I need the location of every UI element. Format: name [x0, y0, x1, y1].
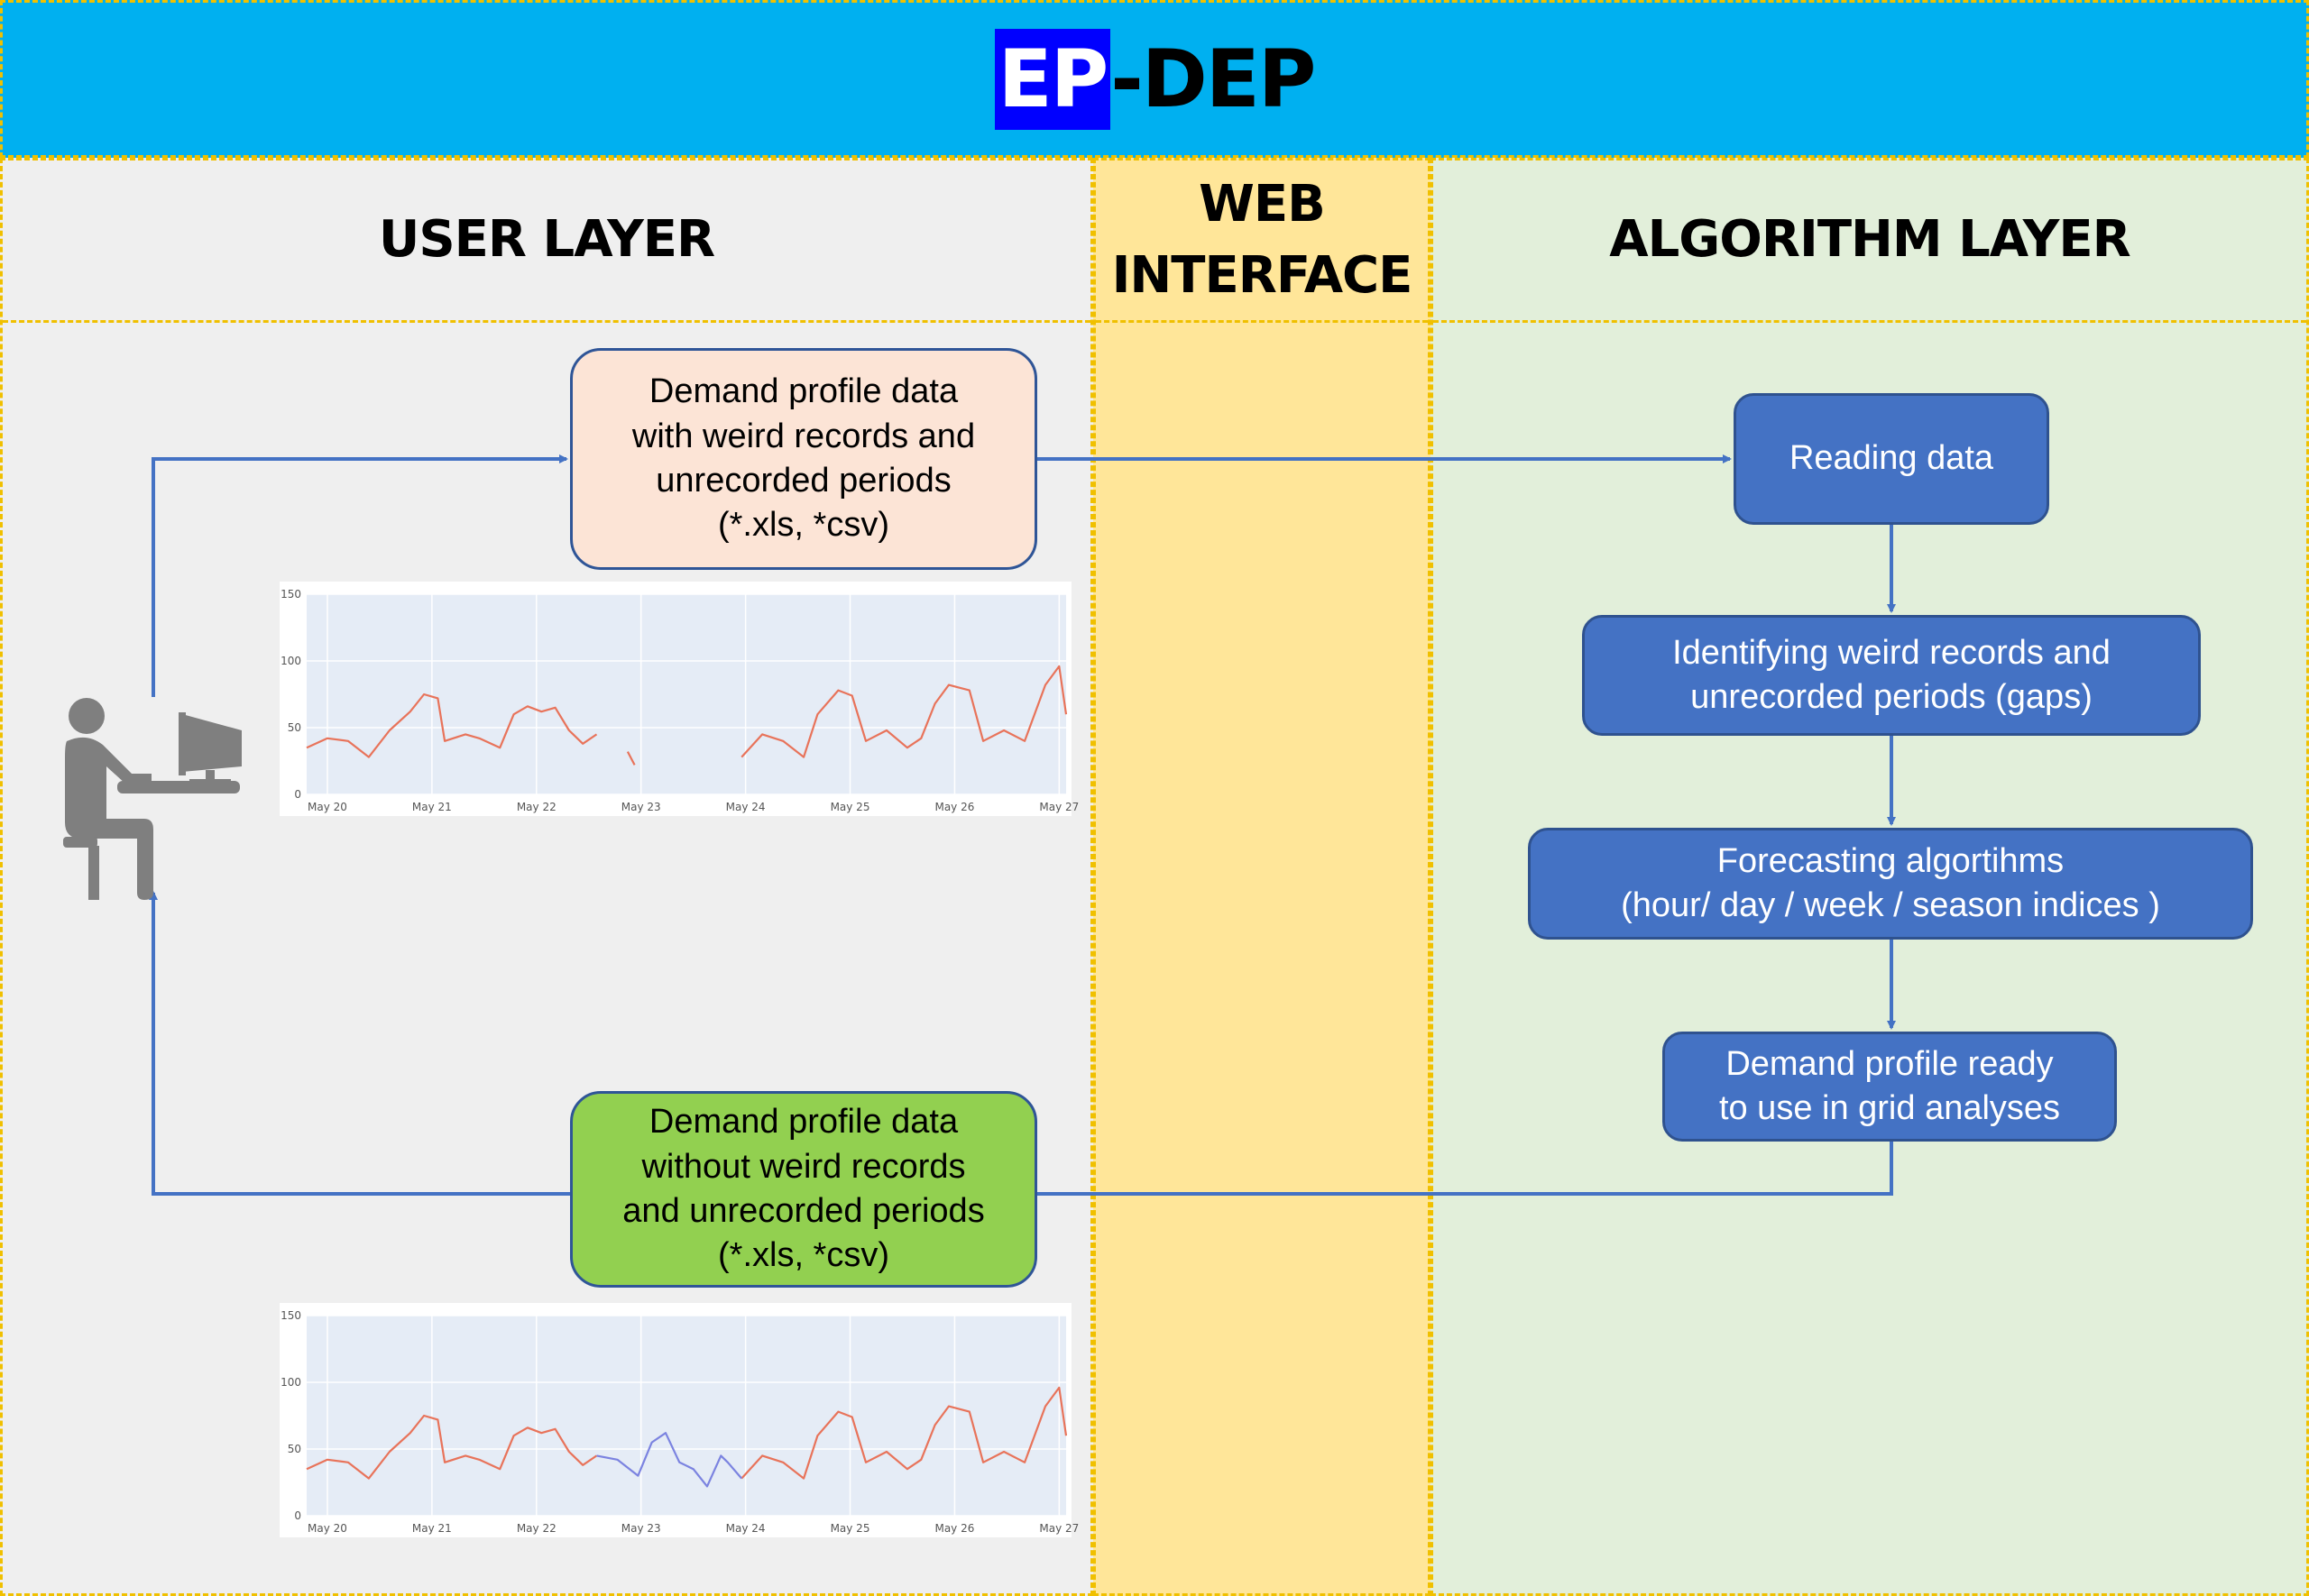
- algorithm-layer-label: ALGORITHM LAYER: [1609, 210, 2130, 270]
- x-tick-label: May 25: [831, 801, 870, 813]
- algorithm-layer-header: ALGORITHM LAYER: [1433, 161, 2306, 323]
- x-tick-label: May 25: [831, 1522, 870, 1535]
- x-tick-label: May 22: [517, 801, 557, 813]
- web-interface-column: WEB INTERFACE: [1093, 158, 1430, 1596]
- x-tick-label: May 27: [1039, 1522, 1079, 1535]
- arrow-user-to-input: [152, 454, 568, 697]
- header-bar: EP-DEP: [0, 0, 2309, 158]
- x-tick-label: May 20: [308, 801, 347, 813]
- x-tick-label: May 26: [934, 1522, 974, 1535]
- step-identifying-gaps: Identifying weird records and unrecorded…: [1582, 615, 2201, 736]
- step-reading-data: Reading data: [1734, 393, 2049, 525]
- step-label: Reading data: [1789, 439, 1994, 478]
- x-tick-label: May 20: [308, 1522, 347, 1535]
- x-tick-label: May 26: [934, 801, 974, 813]
- x-tick-label: May 21: [412, 801, 452, 813]
- y-tick-label: 0: [294, 1509, 301, 1522]
- app-title: EP-DEP: [994, 28, 1316, 130]
- x-tick-label: May 23: [621, 801, 661, 813]
- person-at-computer-icon: [63, 698, 242, 900]
- x-tick-label: May 22: [517, 1522, 557, 1535]
- web-interface-label: WEB INTERFACE: [1111, 175, 1413, 305]
- x-tick-label: May 21: [412, 1522, 452, 1535]
- input-data-text: Demand profile data with weird records a…: [631, 372, 976, 545]
- plot-area: [307, 1316, 1066, 1516]
- output-data-text: Demand profile data without weird record…: [622, 1103, 985, 1275]
- input-data-box: Demand profile data with weird records a…: [570, 348, 1037, 570]
- title-rest: -DEP: [1110, 32, 1316, 125]
- step-label: Demand profile ready to use in grid anal…: [1718, 1044, 2061, 1127]
- step-label: Forecasting algortihms (hour/ day / week…: [1621, 841, 2160, 924]
- recorded-series-line: [306, 693, 598, 758]
- recorded-series-line: [741, 665, 1068, 758]
- step-forecasting: Forecasting algortihms (hour/ day / week…: [1528, 828, 2253, 940]
- y-tick-label: 150: [281, 588, 301, 601]
- plot-area: [307, 594, 1066, 794]
- recorded-series-line: [306, 1414, 598, 1480]
- x-tick-label: May 23: [621, 1522, 661, 1535]
- web-interface-header: WEB INTERFACE: [1096, 161, 1428, 323]
- y-tick-label: 150: [281, 1309, 301, 1322]
- output-data-box: Demand profile data without weird record…: [570, 1091, 1037, 1288]
- user-layer-header: USER LAYER: [3, 161, 1090, 323]
- y-tick-label: 50: [288, 1443, 301, 1455]
- y-tick-label: 100: [281, 655, 301, 667]
- step-label: Identifying weird records and unrecorded…: [1672, 633, 2111, 716]
- y-tick-label: 100: [281, 1376, 301, 1389]
- title-highlight: EP: [994, 28, 1111, 130]
- x-tick-label: May 24: [726, 801, 766, 813]
- step-profile-ready: Demand profile ready to use in grid anal…: [1662, 1032, 2117, 1142]
- y-tick-label: 50: [288, 721, 301, 734]
- x-tick-label: May 27: [1039, 801, 1079, 813]
- recorded-series-line: [741, 1386, 1068, 1480]
- x-tick-label: May 24: [726, 1522, 766, 1535]
- recorded-series-line: [626, 751, 636, 766]
- arrow-output-to-user: [1037, 1142, 1893, 1196]
- y-tick-label: 0: [294, 788, 301, 801]
- arrow-output-box-to-user: [149, 891, 570, 1196]
- user-layer-label: USER LAYER: [378, 210, 715, 270]
- filled-gap-series-line: [596, 1432, 743, 1488]
